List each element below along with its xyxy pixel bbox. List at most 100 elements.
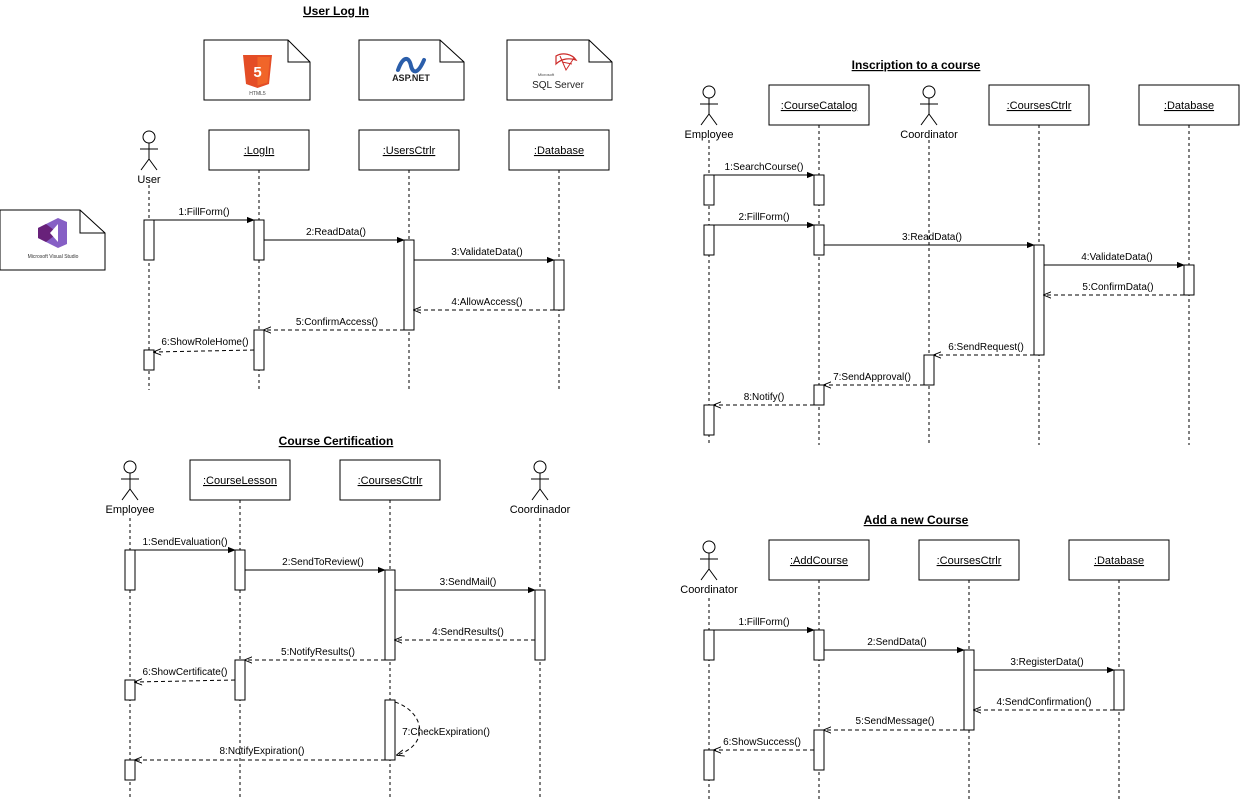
actor-coordinator-icon <box>920 85 938 126</box>
message-label: 6:ShowRoleHome() <box>161 337 248 348</box>
participant-label: :Database <box>1164 100 1214 112</box>
message-label: 4:AllowAccess() <box>451 297 522 308</box>
aspnet-logo-note: ASP.NET <box>358 39 465 101</box>
visualstudio-logo-caption: Microsoft Visual Studio <box>28 254 79 260</box>
message-label: 1:FillForm() <box>178 207 229 218</box>
actor-coordinador-icon <box>531 460 549 501</box>
participant-box <box>339 459 441 501</box>
participant-box <box>189 459 291 501</box>
participant-label: :CoursesCtrlr <box>358 475 423 487</box>
participant-label: User <box>137 174 161 186</box>
activation-bar <box>253 219 265 261</box>
participant-box <box>1138 84 1240 126</box>
participant-box <box>918 539 1020 581</box>
self-message-arrow <box>394 701 421 755</box>
diagram-title: Course Certification <box>279 434 394 448</box>
actor-user-icon <box>140 130 158 171</box>
html5-logo-note: 5 HTML5 <box>203 39 311 101</box>
participant-label: Coordinador <box>510 504 571 516</box>
participant-box <box>768 84 870 126</box>
diagram-title: Inscription to a course <box>852 58 981 72</box>
activation-bar <box>534 589 546 661</box>
message-label: 3:ReadData() <box>902 232 962 243</box>
sqlserver-logo-small: Microsoft <box>538 72 555 77</box>
message-label: 6:ShowCertificate() <box>142 667 227 678</box>
activation-bar <box>553 259 565 311</box>
message-label: 2:ReadData() <box>306 227 366 238</box>
activation-bar <box>124 759 136 781</box>
participant-label: :CourseCatalog <box>781 100 857 112</box>
activation-bar <box>963 649 975 731</box>
message-label: 5:NotifyResults() <box>281 647 355 658</box>
actor-employee-icon <box>700 85 718 126</box>
diagram-add-course: Add a new Course Coordinator :AddCourse … <box>680 513 1170 800</box>
activation-bar <box>1033 244 1045 356</box>
diagram-user-login: User Log In User :LogIn :UsersCtrlr :Dat… <box>137 4 610 390</box>
activation-bar <box>1113 669 1125 711</box>
diagram-title: Add a new Course <box>864 513 969 527</box>
participant-label: :UsersCtrlr <box>383 145 436 157</box>
activation-bar <box>813 174 825 206</box>
message-arrow <box>154 350 255 352</box>
message-arrow <box>135 680 236 682</box>
html5-logo-icon: 5 <box>243 55 272 88</box>
activation-bar <box>813 384 825 406</box>
participant-box <box>1068 539 1170 581</box>
message-label: 4:SendResults() <box>432 627 504 638</box>
participant-label: Employee <box>106 504 155 516</box>
activation-bar <box>813 629 825 661</box>
activation-bar <box>1183 264 1195 296</box>
diagram-inscription: Inscription to a course Employee :Course… <box>685 58 1240 445</box>
diagram-title: User Log In <box>303 4 369 18</box>
participant-label: Coordinator <box>900 129 958 141</box>
activation-bar <box>124 549 136 591</box>
svg-text:5: 5 <box>253 64 261 81</box>
aspnet-logo-caption: ASP.NET <box>392 73 430 83</box>
participant-box <box>208 129 310 171</box>
activation-bar <box>923 354 935 386</box>
participant-label: :Database <box>1094 555 1144 567</box>
sqlserver-logo-icon <box>555 53 578 72</box>
participant-box <box>988 84 1090 126</box>
sqlserver-logo-note: Microsoft SQL Server <box>506 39 613 101</box>
activation-bar <box>813 224 825 256</box>
participant-label: :AddCourse <box>790 555 848 567</box>
message-label: 3:RegisterData() <box>1010 657 1083 668</box>
visualstudio-logo-note: Microsoft Visual Studio <box>0 209 106 271</box>
message-label: 1:FillForm() <box>738 617 789 628</box>
participant-label: :CoursesCtrlr <box>937 555 1002 567</box>
message-label: 2:SendData() <box>867 637 926 648</box>
message-label: 8:NotifyExpiration() <box>219 746 304 757</box>
actor-employee-icon <box>121 460 139 501</box>
sqlserver-logo-caption: SQL Server <box>532 80 585 91</box>
activation-bar <box>703 224 715 256</box>
message-label: 7:SendApproval() <box>833 372 911 383</box>
message-label: 3:SendMail() <box>440 577 497 588</box>
activation-bar <box>384 569 396 661</box>
activation-bar <box>143 349 155 371</box>
message-label: 5:ConfirmAccess() <box>296 317 378 328</box>
participant-box <box>358 129 460 171</box>
participant-label: :CourseLesson <box>203 475 277 487</box>
message-label: 5:SendMessage() <box>856 716 935 727</box>
activation-bar <box>234 549 246 591</box>
html5-logo-caption: HTML5 <box>249 91 266 97</box>
message-label: 1:SendEvaluation() <box>142 537 227 548</box>
activation-bar <box>813 729 825 771</box>
activation-bar <box>403 239 415 331</box>
participant-box <box>768 539 870 581</box>
message-label: 2:SendToReview() <box>282 557 364 568</box>
activation-bar <box>143 219 155 261</box>
participant-box <box>508 129 610 171</box>
activation-bar <box>124 679 136 701</box>
message-label: 4:SendConfirmation() <box>996 697 1091 708</box>
visualstudio-logo-icon <box>38 218 67 248</box>
diagram-course-certification: Course Certification Employee :CourseLes… <box>106 434 571 800</box>
participant-label: Employee <box>685 129 734 141</box>
activation-bar <box>384 699 396 761</box>
activation-bar <box>703 174 715 206</box>
activation-bar <box>253 329 265 371</box>
aspnet-logo-icon <box>396 57 426 74</box>
activation-bar <box>234 659 246 701</box>
